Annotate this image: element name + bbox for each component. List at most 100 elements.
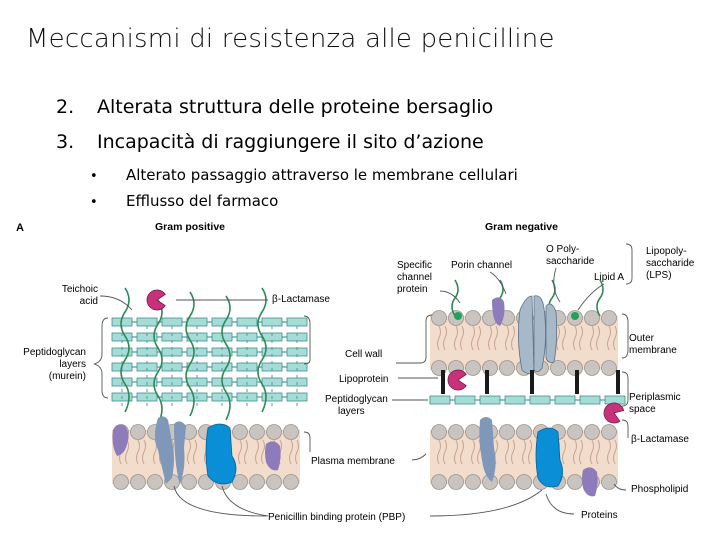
lipid-head (431, 310, 447, 326)
bullet-item: •Alterato passaggio attraverso le membra… (90, 166, 518, 192)
teichoic-acid (120, 287, 130, 413)
outer-membrane-label-2: membrane (629, 345, 677, 356)
lipid-head (249, 424, 265, 440)
outer-membrane-label-1: Outer (629, 333, 655, 344)
bullet-marker: • (90, 195, 98, 210)
opoly-label-1: O Poly- (546, 244, 579, 255)
porin-leader (489, 271, 507, 295)
lipid-tails (437, 439, 447, 465)
lipid-tails (238, 439, 248, 465)
lipid-tails (187, 439, 197, 465)
pg-layers-label-2: layers (338, 406, 365, 417)
peptidoglycan-bracket (93, 317, 109, 399)
lipid-head (130, 474, 146, 490)
cell-wall-leader (396, 314, 433, 364)
panel-letter: A (16, 222, 24, 234)
lipoprotein-bar (441, 370, 445, 394)
teichoic-leader (99, 295, 133, 311)
lipid-a-leader (577, 283, 605, 311)
gp-beta-lactamase (146, 289, 166, 311)
lipid-head (113, 474, 129, 490)
gp-pm-bracket (303, 431, 311, 452)
lipid-head (147, 474, 163, 490)
lipid-tails (607, 439, 617, 465)
lipid-head (181, 474, 197, 490)
lipid-head (266, 474, 282, 490)
lipoprotein-label: Lipoprotein (339, 374, 388, 385)
numbered-item: 2.Alterata struttura delle proteine bers… (56, 96, 493, 131)
item-text: Incapacità di raggiungere il sito d’azio… (97, 131, 484, 153)
porin-channel (533, 295, 546, 372)
gn-peptidoglycan-unit (529, 395, 551, 405)
gn-purple-protein (582, 467, 598, 497)
lipid-head (130, 424, 146, 440)
proteins-label: Proteins (581, 510, 618, 521)
gp-channel-protein (155, 416, 174, 484)
gn-peptidoglycan-unit (454, 395, 476, 405)
lipid-a-dot (571, 312, 579, 320)
proteins-leader (545, 493, 575, 515)
lipid-tails (289, 439, 299, 465)
beta-lactamase-top-label: β-Lactamase (272, 294, 330, 305)
lipid-head (601, 360, 617, 376)
lipid-head (601, 474, 617, 490)
lipid-head (567, 424, 583, 440)
gp-peptidoglycan-unit (186, 317, 208, 327)
teichoic-acid (185, 291, 195, 417)
pbp-leader-right (429, 489, 543, 517)
lipid-head (283, 424, 299, 440)
lipid-a-dot (454, 312, 462, 320)
lipoprotein-bar (575, 370, 579, 394)
lps-bracket (625, 243, 633, 285)
lipid-tails (454, 439, 464, 465)
pbp-leader-mid (221, 485, 269, 517)
lipid-head (499, 424, 515, 440)
bullet-item: •Efflusso del farmaco (90, 192, 518, 218)
teichoic-acid (221, 295, 231, 421)
specific-channel-leader (439, 290, 461, 304)
gn-peptidoglycan-unit (479, 395, 501, 405)
gp-purple-protein (112, 424, 129, 456)
lipid-head (232, 424, 248, 440)
lipid-head (499, 474, 515, 490)
numbered-list: 2.Alterata struttura delle proteine bers… (56, 96, 493, 166)
peptidoglycan-label-1: Peptidoglycan (23, 347, 86, 358)
gn-pbp-protein (535, 427, 563, 488)
specific-channel-label-1: Specific (397, 260, 432, 271)
teichoic-label-1: Teichoic (62, 284, 98, 295)
porin-channel (518, 295, 535, 374)
lps-label-2: saccharide (646, 258, 695, 269)
periplasmic-bracket (621, 371, 629, 407)
phospholipid-leader (613, 483, 627, 491)
lipid-head (584, 310, 600, 326)
numbered-item: 3.Incapacità di raggiungere il sito d’az… (56, 131, 493, 166)
lipid-head (448, 424, 464, 440)
item-text: Alterata struttura delle proteine bersag… (97, 96, 494, 118)
gp-purple-protein (265, 441, 281, 471)
phospholipid-label: Phospholipid (631, 484, 688, 495)
lipid-head (499, 360, 515, 376)
bullet-list: • Alterato passaggio attraverso le membra… (90, 166, 518, 218)
porin-channel-label: Porin channel (451, 260, 512, 271)
gp-peptidoglycan-unit (286, 317, 308, 327)
right-beta-lactamase-leader (621, 419, 629, 438)
peptidoglycan-label-3: (murein) (49, 371, 86, 382)
beta-lactamase-right-label: β-Lactamase (631, 434, 689, 445)
lipid-head (431, 474, 447, 490)
gram-positive-label: Gram positive (155, 221, 225, 233)
bullet-text: Alterato passaggio attraverso le membran… (126, 166, 518, 184)
lipid-head (601, 424, 617, 440)
slide-title: Meccanismi di resistenza alle penicillin… (26, 24, 555, 54)
lipid-tails (607, 325, 617, 351)
lipid-head (516, 474, 532, 490)
teichoic-acid (257, 287, 267, 413)
gram-negative-label: Gram negative (485, 221, 558, 233)
teichoic-label-2: acid (80, 296, 98, 307)
lipid-head (584, 424, 600, 440)
lipid-tails (505, 439, 515, 465)
gp-peptidoglycan-unit (161, 317, 183, 327)
lps-strand (451, 279, 459, 317)
gp-peptidoglycan-unit (236, 317, 258, 327)
gn-beta-lactamase (447, 369, 467, 391)
